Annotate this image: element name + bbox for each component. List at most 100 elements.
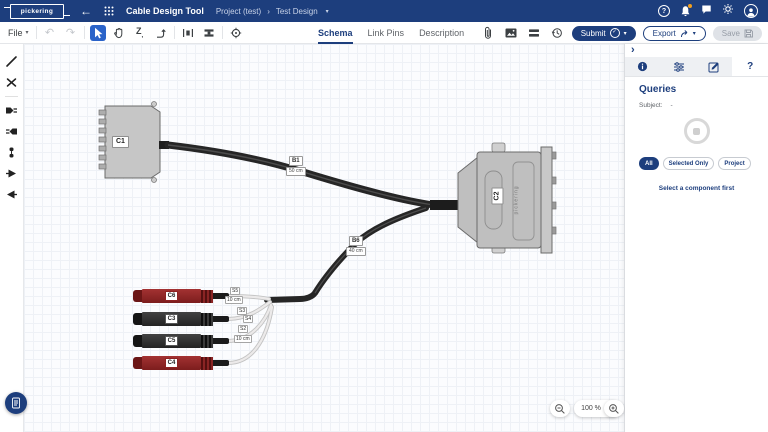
c2-brand-text: pickering bbox=[513, 185, 520, 215]
connector-label-c4: C4 bbox=[164, 358, 179, 368]
plug-rear bbox=[213, 316, 229, 322]
wire-tool-icon[interactable] bbox=[4, 54, 19, 69]
connector-c3[interactable]: C3 bbox=[133, 312, 229, 326]
plug-rear bbox=[213, 338, 229, 344]
terminal-right-tool-icon[interactable] bbox=[4, 166, 19, 181]
notifications-bell-icon[interactable] bbox=[680, 4, 692, 17]
document-icon bbox=[12, 397, 20, 409]
segment-tag-s5[interactable]: S5 bbox=[230, 287, 241, 295]
save-button[interactable]: Save bbox=[712, 25, 762, 41]
breadcrumb-project[interactable]: Project (test) bbox=[215, 6, 262, 16]
zoom-out-button[interactable] bbox=[550, 400, 570, 417]
zoom-level: 100 % bbox=[581, 405, 601, 412]
save-label: Save bbox=[721, 28, 740, 38]
tab-link-pins[interactable]: Link Pins bbox=[367, 28, 405, 38]
filter-selected-only-button[interactable]: Selected Only bbox=[662, 157, 715, 170]
connector-label-c2[interactable]: C2 bbox=[491, 187, 504, 205]
view-tabs: Schema Link Pins Description bbox=[318, 22, 464, 44]
spool-icon[interactable] bbox=[201, 25, 217, 41]
help-icon[interactable]: ? bbox=[658, 5, 670, 17]
plug-body: C4 bbox=[142, 356, 201, 370]
splice-tool-icon[interactable] bbox=[4, 145, 19, 160]
route-tool-icon[interactable] bbox=[153, 25, 169, 41]
filter-all-button[interactable]: All bbox=[639, 157, 659, 170]
plug-body: C3 bbox=[142, 312, 201, 326]
snapshot-image-icon[interactable] bbox=[503, 25, 519, 41]
info-icon bbox=[638, 61, 648, 72]
plug-right-tool-icon[interactable] bbox=[4, 103, 19, 118]
docs-fab-button[interactable] bbox=[5, 392, 27, 414]
connector-c4[interactable]: C4 bbox=[133, 356, 229, 370]
schema-canvas[interactable]: C1 C2 pickering B1 50 cm B6 40 cm S5 10 … bbox=[24, 44, 625, 432]
plug-ribs bbox=[201, 289, 213, 303]
pan-hand-tool-icon[interactable] bbox=[111, 25, 127, 41]
layers-list-icon[interactable] bbox=[526, 25, 542, 41]
chat-icon[interactable] bbox=[701, 2, 712, 20]
bundle-tag-b1[interactable]: B1 50 cm bbox=[286, 156, 306, 176]
submit-button[interactable]: Submit ✓ ▾ bbox=[571, 25, 636, 41]
tab-schema[interactable]: Schema bbox=[318, 22, 353, 44]
queries-panel: Queries Subject: - All Selected Only Pro… bbox=[625, 76, 768, 432]
connector-c1-body[interactable] bbox=[98, 101, 161, 183]
bundle-length: 40 cm bbox=[346, 247, 366, 256]
file-menu[interactable]: File ▾ bbox=[6, 28, 31, 38]
tab-properties[interactable] bbox=[661, 57, 697, 76]
divider bbox=[35, 26, 37, 39]
segment-tag-s3[interactable]: S3 bbox=[237, 307, 248, 315]
tab-description[interactable]: Description bbox=[419, 28, 465, 38]
chevron-down-icon[interactable]: ▾ bbox=[325, 8, 329, 15]
connector-label-c6: C6 bbox=[164, 291, 179, 301]
plug-rear bbox=[213, 360, 229, 366]
attachment-paperclip-icon[interactable] bbox=[480, 25, 496, 41]
connector-label-c3: C3 bbox=[164, 314, 179, 324]
history-icon[interactable] bbox=[549, 25, 565, 41]
connector-c6[interactable]: C6 bbox=[133, 289, 229, 303]
terminal-left-tool-icon[interactable] bbox=[4, 187, 19, 202]
save-disk-icon bbox=[744, 29, 753, 37]
connector-c2-body[interactable] bbox=[457, 142, 557, 254]
panel-title: Queries bbox=[639, 84, 677, 95]
junction-tool-icon[interactable] bbox=[4, 75, 19, 90]
plug-left-tool-icon[interactable] bbox=[4, 124, 19, 139]
redo-icon[interactable]: ↷ bbox=[65, 27, 76, 39]
tab-info[interactable] bbox=[625, 57, 661, 76]
subject-value[interactable]: - bbox=[670, 102, 673, 109]
right-panel: › ? Queries Subject: - All S bbox=[624, 44, 768, 432]
lead-wires[interactable] bbox=[226, 294, 274, 365]
select-tool-icon[interactable] bbox=[89, 24, 106, 41]
pickering-logo: pickering bbox=[4, 3, 70, 19]
file-menu-label: File bbox=[8, 27, 23, 38]
settings-gear-icon[interactable] bbox=[722, 2, 734, 20]
export-label: Export bbox=[652, 28, 676, 38]
segment-tag-s2[interactable]: S2 bbox=[238, 325, 249, 333]
segment-length-s2: 10 cm bbox=[234, 335, 252, 343]
breadcrumb-design[interactable]: Test Design bbox=[275, 6, 318, 16]
apps-grid-icon[interactable] bbox=[104, 6, 114, 16]
connector-c5[interactable]: C5 bbox=[133, 334, 229, 348]
z-order-tool-icon[interactable]: Z, bbox=[135, 25, 144, 39]
tab-edit[interactable] bbox=[697, 57, 733, 76]
panel-collapse-icon[interactable]: › bbox=[631, 44, 635, 56]
export-button[interactable]: Export ▾ bbox=[642, 25, 706, 41]
empty-message: Select a component first bbox=[658, 185, 735, 192]
account-avatar[interactable] bbox=[744, 4, 758, 18]
connector-label-c5: C5 bbox=[164, 336, 179, 346]
zoom-in-button[interactable] bbox=[604, 400, 624, 417]
connector-label-c1[interactable]: C1 bbox=[112, 136, 129, 148]
filter-project-button[interactable]: Project bbox=[718, 157, 751, 170]
plug-tip bbox=[133, 290, 142, 302]
target-tool-icon[interactable] bbox=[228, 25, 244, 41]
align-center-icon[interactable] bbox=[180, 25, 196, 41]
subject-row: Subject: - bbox=[639, 102, 754, 109]
tab-queries[interactable]: ? bbox=[732, 57, 768, 76]
segment-tag-s4[interactable]: S4 bbox=[243, 315, 254, 323]
query-filters: All Selected Only Project bbox=[639, 157, 754, 170]
bundle-tag-b6[interactable]: B6 40 cm bbox=[346, 236, 366, 256]
undo-icon[interactable]: ↶ bbox=[44, 27, 55, 39]
bundle-id: B1 bbox=[288, 156, 303, 166]
plug-tip bbox=[133, 357, 142, 369]
back-icon[interactable]: ← bbox=[80, 4, 92, 18]
sliders-icon bbox=[673, 61, 684, 72]
plug-rear bbox=[213, 293, 229, 299]
